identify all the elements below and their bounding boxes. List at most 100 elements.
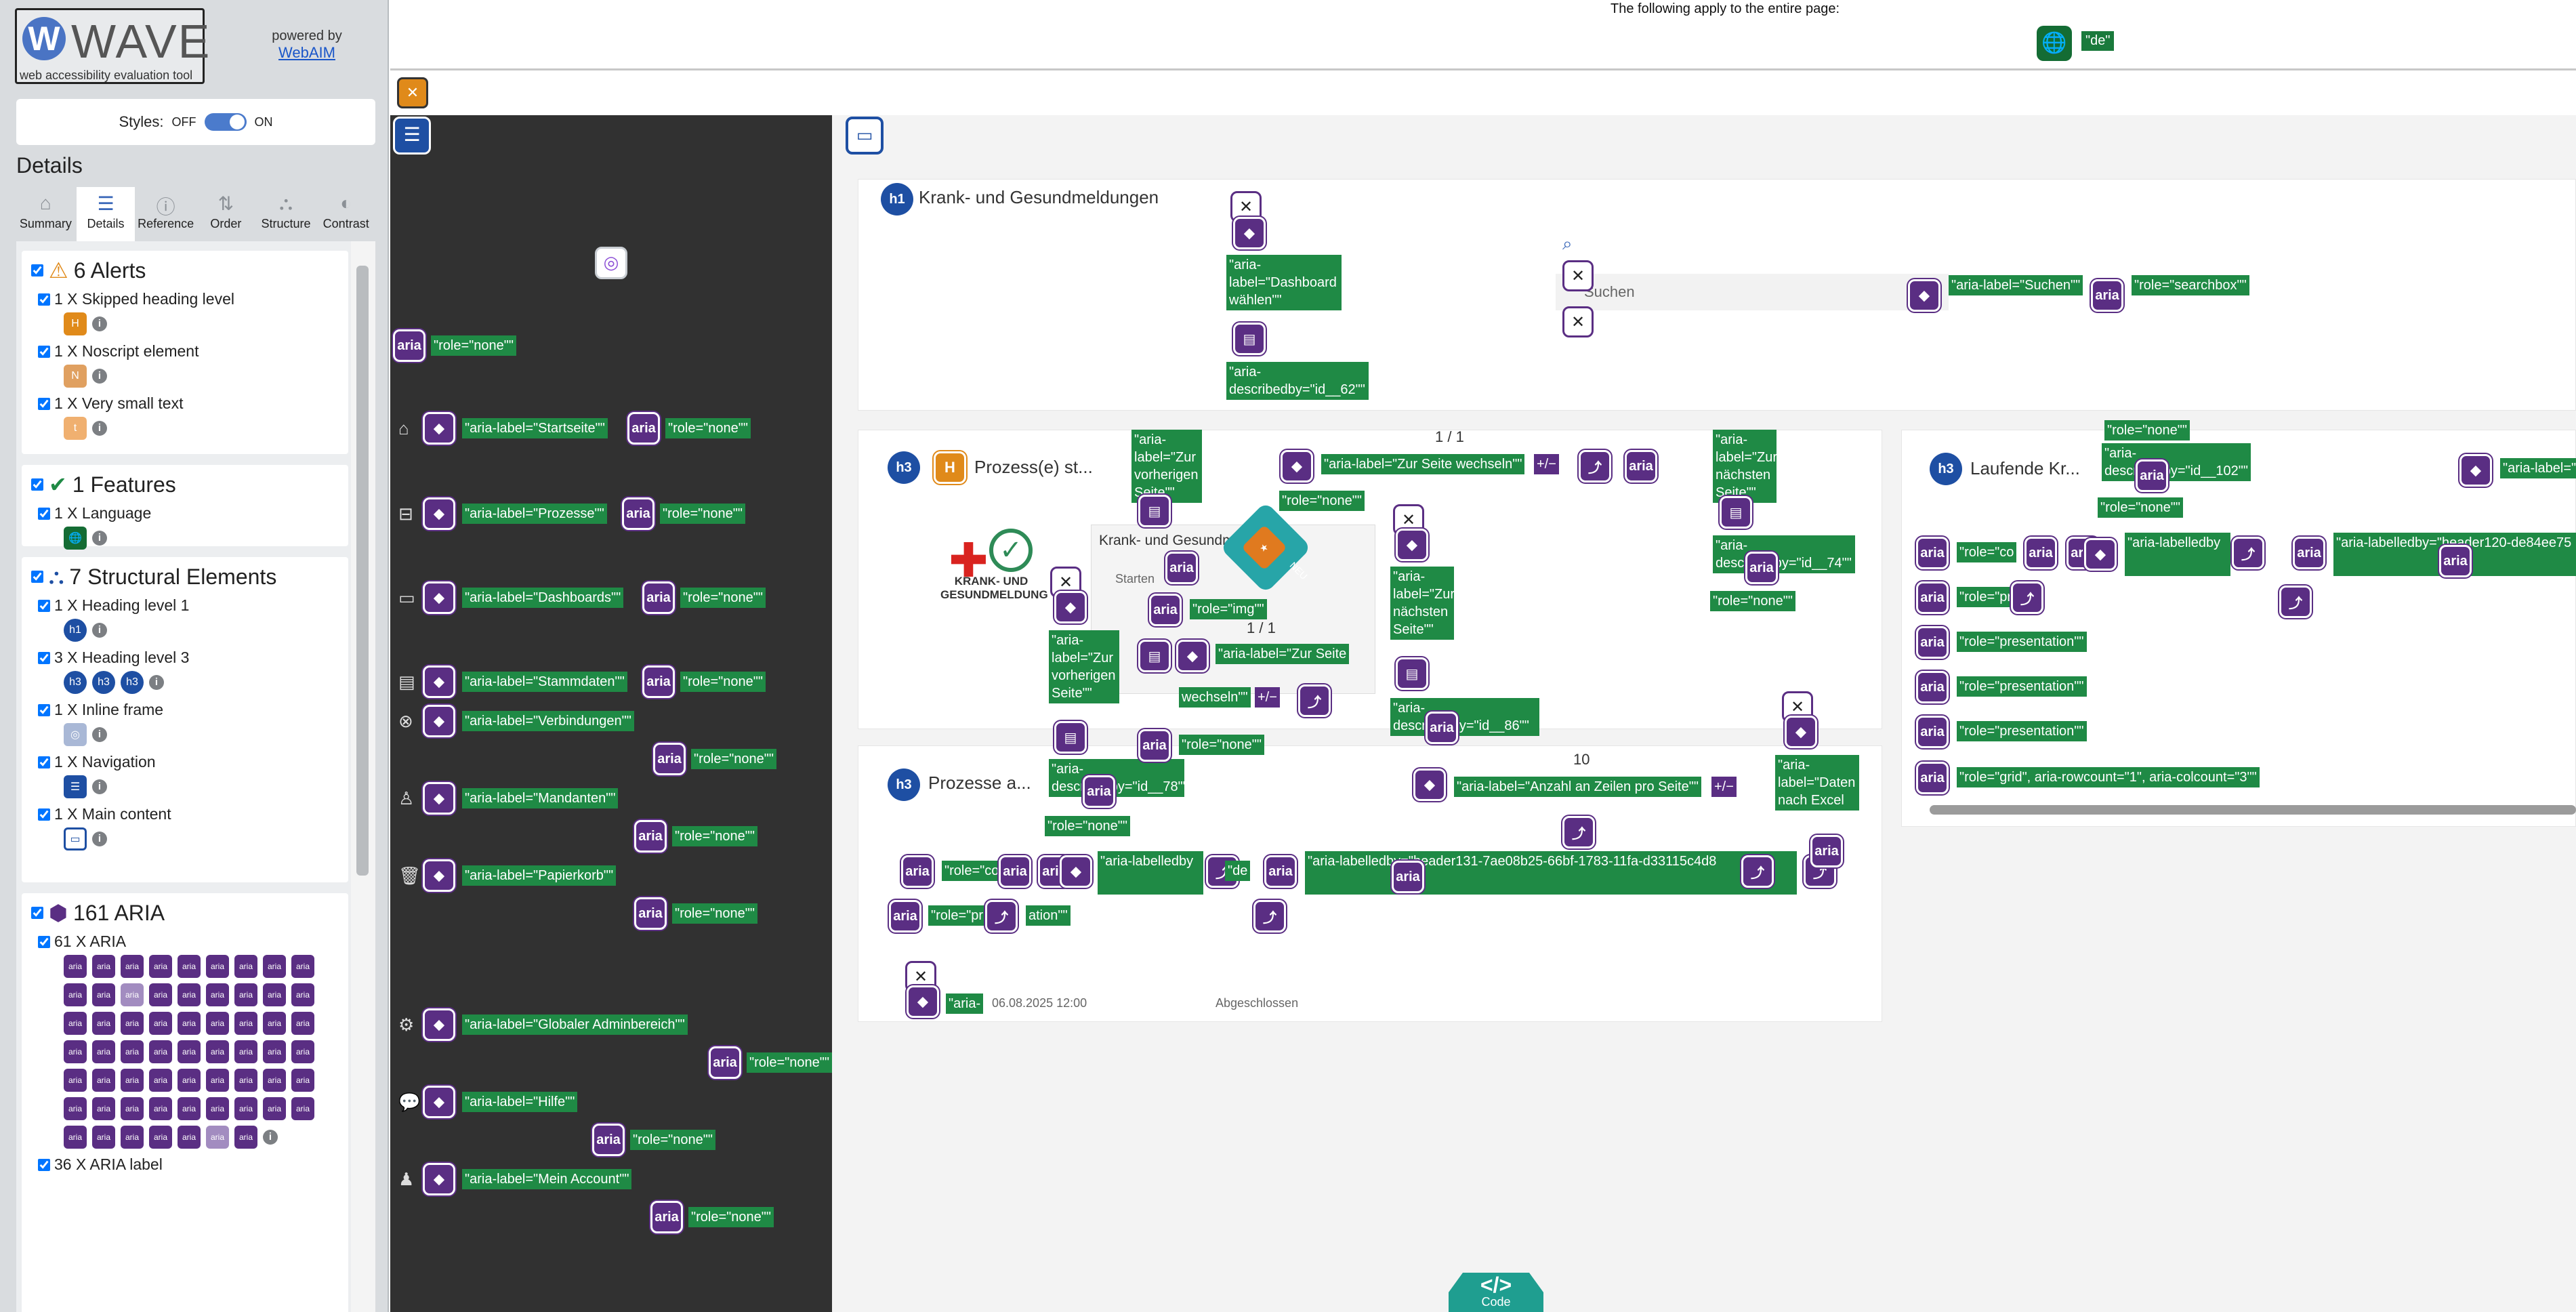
aria-icon[interactable]: aria: [1916, 671, 1949, 703]
info-icon[interactable]: i: [149, 675, 164, 690]
aria-icon[interactable]: aria: [1916, 537, 1949, 569]
aria-icon[interactable]: aria: [92, 983, 115, 1006]
aria-icon[interactable]: aria: [291, 1069, 314, 1092]
signature-icon[interactable]: ⤴: [1562, 816, 1595, 848]
role-none-marker[interactable]: aria"role="none"": [653, 743, 776, 775]
aria-icon[interactable]: aria: [121, 1069, 144, 1092]
aria-label-tag-icon[interactable]: ⬥: [2084, 538, 2117, 571]
role-none-marker[interactable]: aria"role="none"": [634, 820, 757, 853]
aria-label-tag-icon[interactable]: ⬥: [1281, 450, 1313, 483]
aria-label-tag-icon[interactable]: ⬥: [1785, 716, 1817, 748]
aria-icon[interactable]: aria: [234, 983, 257, 1006]
noscript-icon[interactable]: N: [64, 365, 87, 388]
h3-icon[interactable]: h3: [64, 671, 87, 694]
features-checkbox[interactable]: [31, 478, 43, 491]
aria-icon[interactable]: aria: [64, 1069, 87, 1092]
aria-icon[interactable]: aria: [206, 1069, 229, 1092]
h3-marker[interactable]: h3: [888, 451, 920, 484]
tab-structure[interactable]: ⛬Structure: [256, 187, 316, 241]
nav-item[interactable]: ▤⬥"aria-label="Stammdaten"": [398, 665, 627, 698]
close-icon[interactable]: ✕: [1562, 260, 1594, 291]
aria-label-tag-icon[interactable]: ⬥: [423, 1086, 455, 1118]
aria-icon[interactable]: aria: [92, 1069, 115, 1092]
aria-label-tag-icon[interactable]: ⬥: [423, 412, 455, 445]
aria-label-tag-icon[interactable]: ⬥: [1413, 768, 1446, 801]
info-icon[interactable]: i: [92, 421, 107, 436]
aria-icon[interactable]: aria: [149, 1012, 172, 1035]
signature-icon[interactable]: ⤴: [2279, 586, 2312, 618]
aria-icon[interactable]: aria: [999, 855, 1031, 888]
small-text-icon[interactable]: t: [64, 417, 87, 440]
process-card-start[interactable]: Starten: [1115, 572, 1155, 586]
nav-item[interactable]: 🗑⬥"aria-label="Papierkorb"": [398, 859, 617, 892]
skipped-heading-icon[interactable]: H: [64, 312, 87, 335]
aria-icon[interactable]: aria: [178, 1040, 201, 1063]
aria-icon[interactable]: aria: [889, 900, 921, 932]
aria-icon[interactable]: aria: [1165, 552, 1198, 584]
aria-label-tag-icon[interactable]: ⬥: [423, 581, 455, 614]
aria-icon[interactable]: aria: [206, 1012, 229, 1035]
info-icon[interactable]: i: [92, 727, 107, 742]
navigation-icon[interactable]: ☰: [393, 117, 431, 155]
aria-icon[interactable]: aria: [1810, 835, 1843, 867]
aria-icon[interactable]: aria: [206, 1126, 229, 1149]
role-none-marker[interactable]: aria"role="none"": [650, 1201, 774, 1233]
aria-label-tag-icon[interactable]: ⬥: [423, 665, 455, 698]
wave-logo[interactable]: W WAVE web accessibility evaluation tool: [15, 8, 209, 84]
iframe-icon[interactable]: ◎: [595, 247, 627, 279]
aria-label-tag-icon[interactable]: ⬥: [2459, 454, 2492, 487]
search-input[interactable]: [1556, 274, 1949, 310]
aria-icon[interactable]: aria: [64, 1040, 87, 1063]
role-none-marker[interactable]: aria"role="none"": [709, 1046, 832, 1079]
role-none-marker[interactable]: aria"role="none"": [393, 329, 516, 362]
horizontal-scrollbar[interactable]: [1930, 805, 2576, 815]
aria-icon[interactable]: aria: [2024, 537, 2057, 569]
item-checkbox[interactable]: [38, 507, 50, 520]
aria-describedby-icon[interactable]: ▤: [1233, 323, 1266, 355]
aria-icon[interactable]: aria: [2136, 459, 2168, 492]
aria-icon[interactable]: aria: [2091, 279, 2123, 312]
signature-icon[interactable]: ⤴: [1741, 855, 1774, 888]
aria-icon[interactable]: aria: [1426, 712, 1458, 744]
alerts-checkbox[interactable]: [31, 264, 43, 276]
aria-icon[interactable]: aria: [206, 1040, 229, 1063]
rows-per-page-value[interactable]: 10: [1573, 751, 1590, 768]
navigation-icon[interactable]: ☰: [64, 775, 87, 798]
aria-label-tag-icon[interactable]: ⬥: [423, 1163, 455, 1195]
aria-icon[interactable]: aria: [1916, 762, 1949, 794]
item-checkbox[interactable]: [38, 1158, 50, 1171]
signature-icon[interactable]: ⤴: [985, 900, 1018, 932]
role-none-marker[interactable]: aria"role="none"": [634, 897, 757, 930]
code-button[interactable]: </>Code: [1449, 1273, 1543, 1312]
aria-label-tag-icon[interactable]: ⬥: [1060, 855, 1092, 888]
nav-item[interactable]: ⚙⬥"aria-label="Globaler Adminbereich"": [398, 1008, 688, 1041]
aria-icon[interactable]: aria: [178, 955, 201, 978]
language-icon[interactable]: 🌐: [2037, 26, 2072, 61]
aria-label-tag-icon[interactable]: ⬥: [423, 705, 455, 737]
h3-icon[interactable]: h3: [121, 671, 144, 694]
aria-icon[interactable]: aria: [291, 955, 314, 978]
aria-label-tag-icon[interactable]: ⬥: [1908, 279, 1940, 312]
aria-icon[interactable]: aria: [121, 1012, 144, 1035]
aria-icon[interactable]: aria: [64, 955, 87, 978]
signature-icon[interactable]: ⤴: [2232, 537, 2264, 569]
aria-icon[interactable]: aria: [234, 1069, 257, 1092]
tab-order[interactable]: ⇅Order: [196, 187, 255, 241]
item-checkbox[interactable]: [38, 703, 50, 716]
aria-describedby-icon[interactable]: ▤: [1396, 657, 1428, 690]
aria-icon[interactable]: aria: [121, 1097, 144, 1120]
aria-icon[interactable]: aria: [178, 1126, 201, 1149]
aria-icon[interactable]: aria: [121, 1126, 144, 1149]
aria-describedby-icon[interactable]: ▤: [1720, 496, 1752, 529]
nav-item[interactable]: ♙⬥"aria-label="Mandanten"": [398, 782, 619, 815]
role-none-marker[interactable]: aria"role="none"": [642, 665, 766, 698]
noscript-alert-icon[interactable]: ✕: [397, 77, 428, 108]
search-icon[interactable]: ⌕: [1562, 233, 1573, 253]
aria-icon[interactable]: aria: [64, 1126, 87, 1149]
aria-icon[interactable]: aria: [121, 983, 144, 1006]
plusminus-button-label[interactable]: +/−: [1711, 777, 1737, 797]
aria-icon[interactable]: aria: [234, 1126, 257, 1149]
aria-describedby-icon[interactable]: ▤: [1138, 495, 1171, 527]
signature-icon[interactable]: ⤴: [1253, 900, 1286, 932]
tab-details[interactable]: ☰Details: [76, 187, 136, 241]
